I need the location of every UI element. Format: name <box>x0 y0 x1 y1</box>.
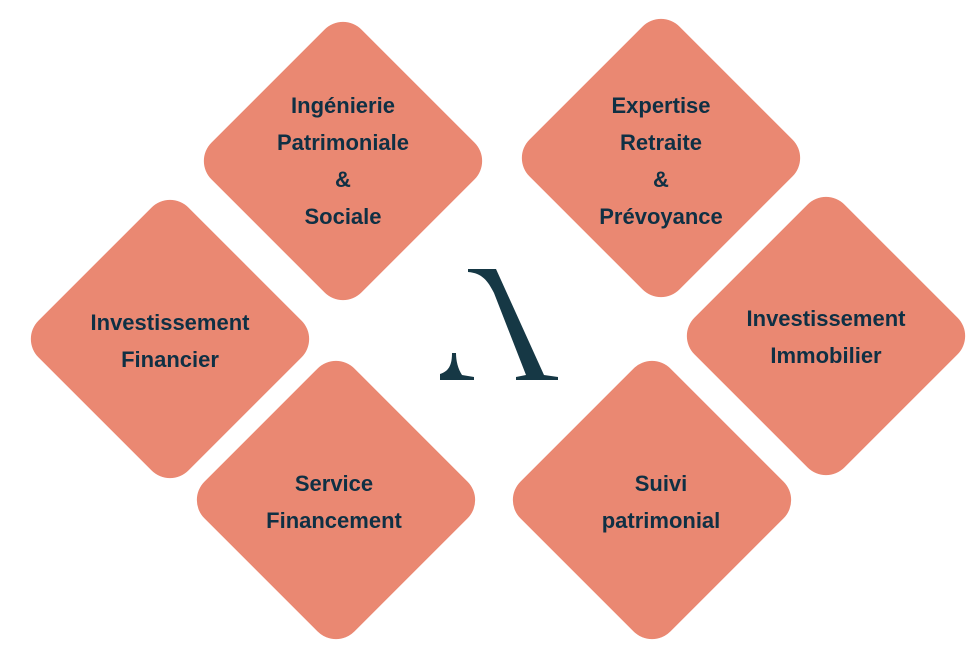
label-line: Ingénierie <box>291 93 395 118</box>
label-line: Immobilier <box>770 343 882 368</box>
label-line: Expertise <box>611 93 711 118</box>
label-line: Suivi <box>634 471 688 496</box>
logo-main-stroke <box>468 269 558 380</box>
stylized-a-logo-icon <box>440 269 558 380</box>
tile-label-investissement-financier: Investissement Financier <box>60 304 280 378</box>
logo-serif-mark <box>440 353 474 380</box>
label-line: Sociale <box>304 204 382 229</box>
label-line: Financier <box>121 347 219 372</box>
tile-label-suivi-patrimonial: Suivi patrimonial <box>551 465 771 539</box>
tile-label-investissement-immobilier: Investissement Immobilier <box>716 300 936 374</box>
label-line: Investissement <box>90 310 250 335</box>
label-line: Retraite <box>620 130 702 155</box>
label-line: Financement <box>266 508 402 533</box>
tile-label-service-financement: Service Financement <box>224 465 444 539</box>
label-line: Patrimoniale <box>276 130 410 155</box>
label-line: & <box>335 167 351 192</box>
label-line: & <box>653 167 669 192</box>
label-line: patrimonial <box>601 508 721 533</box>
label-line: Service <box>294 471 374 496</box>
tile-label-expertise-retraite: Expertise Retraite & Prévoyance <box>551 87 771 235</box>
label-line: Investissement <box>746 306 906 331</box>
label-line: Prévoyance <box>599 204 723 229</box>
tile-label-ingenierie-patrimoniale: Ingénierie Patrimoniale & Sociale <box>233 87 453 235</box>
